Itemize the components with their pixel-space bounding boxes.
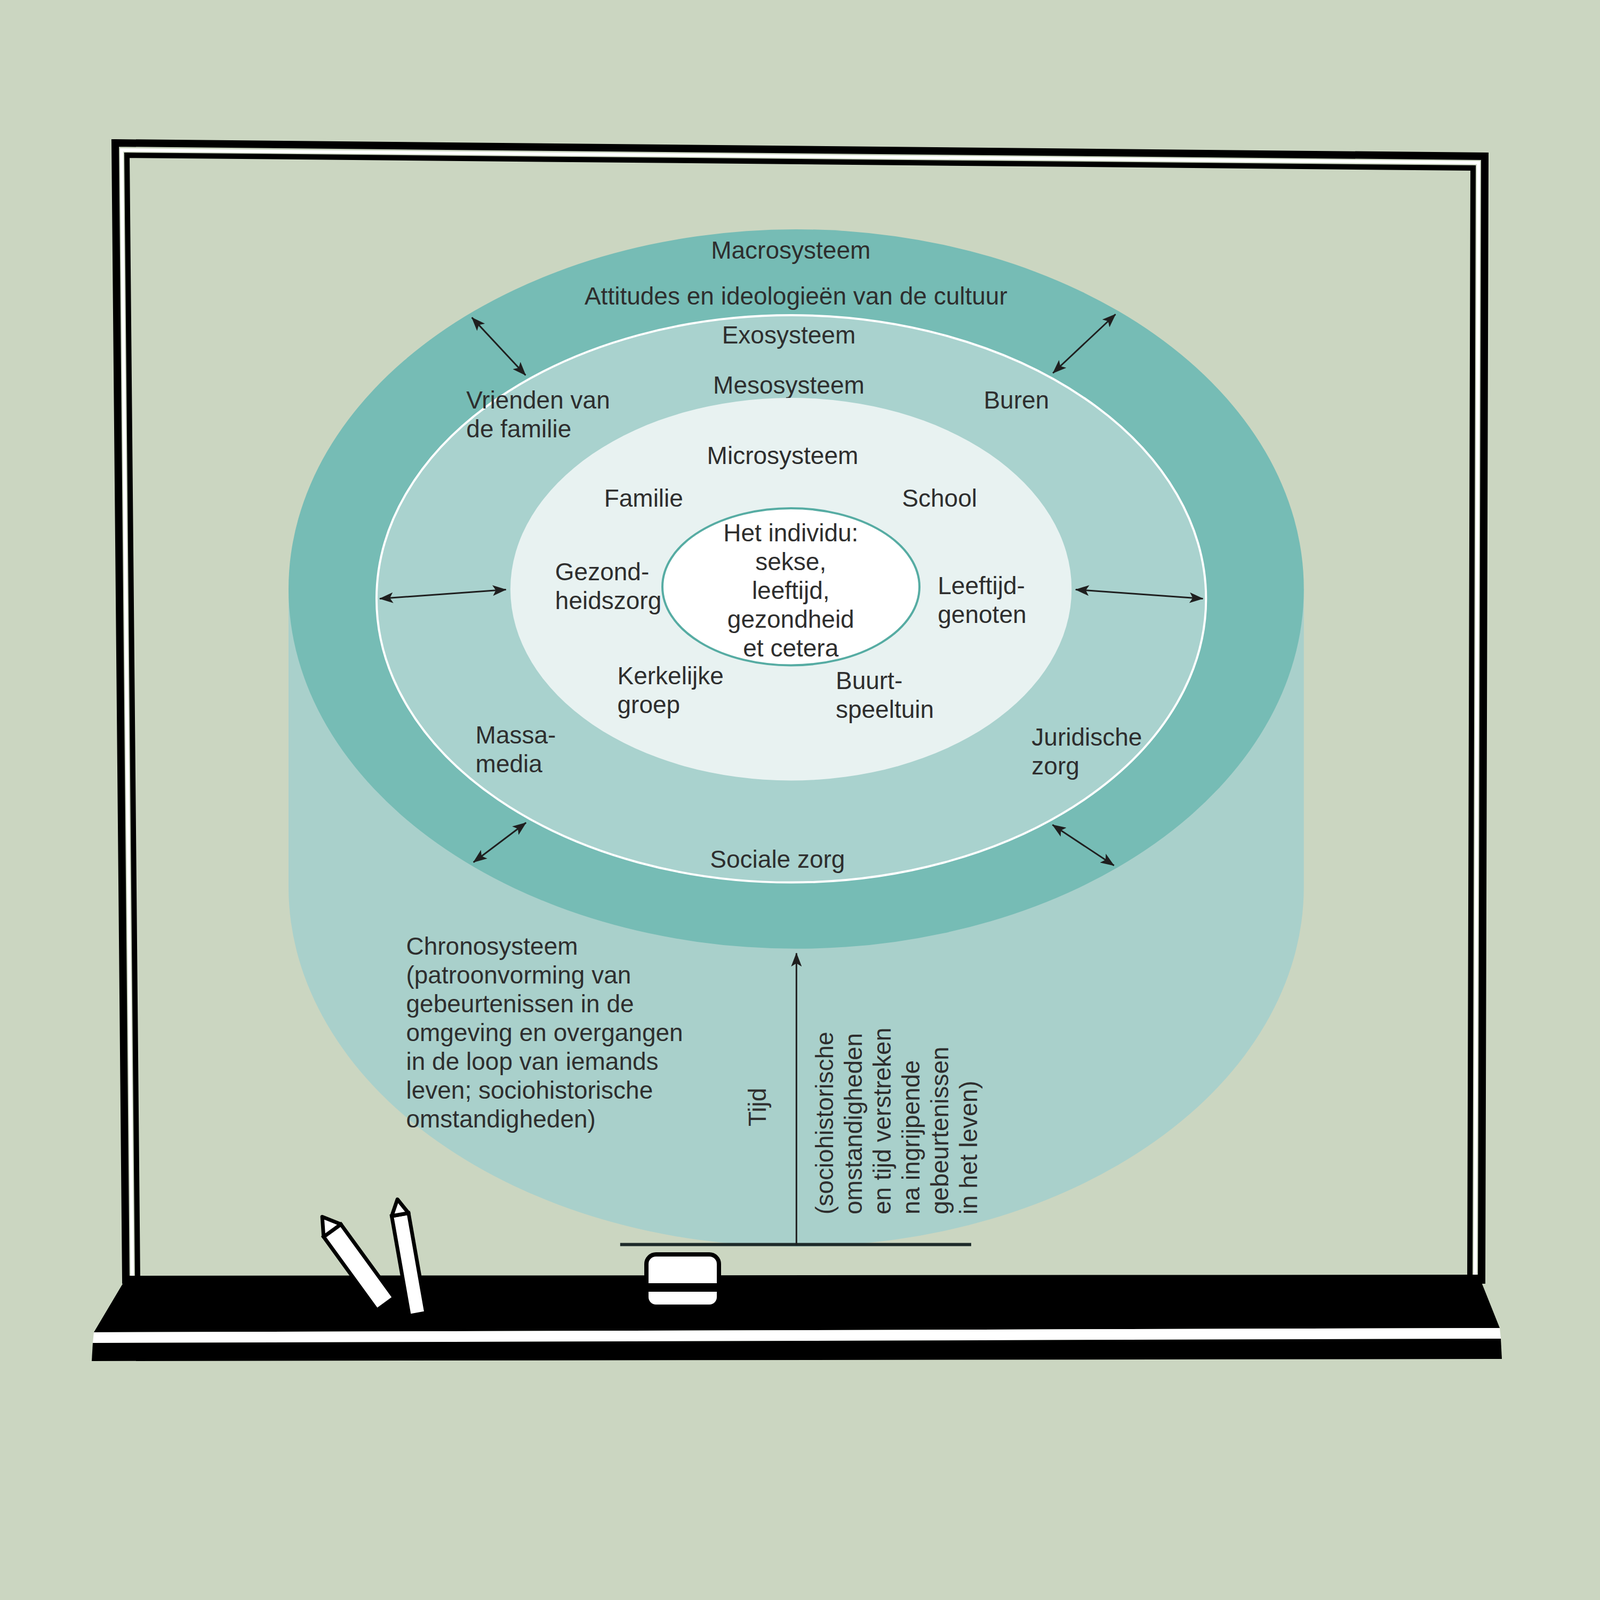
base-line (620, 1243, 972, 1247)
context-label: Leeftijd- genoten (937, 571, 1055, 629)
double-arrow (1052, 314, 1116, 373)
board-frame-outer (115, 142, 1485, 1280)
context-label: Vrienden van de familie (466, 385, 620, 444)
ellipse-shape (376, 315, 1206, 883)
chalk-body (323, 1224, 395, 1311)
macrosystem-band: MacrosysteemAttitudes en ideologieën van… (288, 229, 1304, 949)
context-label: School (901, 483, 1055, 513)
chalk-piece (388, 1197, 427, 1316)
chalk-tray-top (93, 1274, 1500, 1333)
context-label: Juridische zorg (1031, 722, 1165, 781)
ellipse-shape (662, 508, 920, 666)
time-axis-label: Tijd (742, 1065, 772, 1127)
system-title: Microsysteem (629, 441, 936, 470)
double-arrow (472, 317, 526, 375)
eraser-body (646, 1254, 719, 1307)
chalk-tip (388, 1197, 409, 1216)
board-frame-highlight (121, 149, 1479, 1280)
chalk-body (391, 1213, 427, 1317)
eraser-band (646, 1283, 719, 1292)
microsystem-ellipse: MicrosysteemFamilie SchoolGezond- heidszo… (510, 397, 1072, 781)
chalk-tray-bottom (91, 1338, 1502, 1362)
context-label: Buurt- speeltuin (835, 666, 948, 724)
ellipse-shape (288, 229, 1304, 949)
system-title: Mesosysteem (635, 370, 942, 400)
context-label: Buren (983, 385, 1107, 415)
board-frame-inner (126, 155, 1474, 1280)
chronosystem-description: Chronosysteem (patroonvorming van gebeur… (405, 931, 697, 1134)
system-title: Macrosysteem (637, 235, 944, 265)
context-label: Massa- media (475, 720, 578, 779)
context-label: Familie (604, 483, 758, 513)
chalk-tip (313, 1210, 341, 1237)
context-label: Kerkelijke groep (617, 661, 741, 719)
eraser (646, 1254, 719, 1307)
individual-ellipse: Het individu: sekse, leeftijd, gezondhei… (661, 507, 921, 667)
culture-label: Attitudes en ideologieën van de cultuur (530, 281, 1062, 311)
context-label: Gezond- heidszorg (555, 557, 668, 615)
individual-label: Het individu: sekse, leeftijd, gezondhei… (718, 518, 863, 663)
system-title: Exosysteem (635, 320, 942, 350)
context-label: Sociale zorg (624, 844, 931, 874)
chronosystem-cylinder: Chronosysteem (patroonvorming van gebeur… (288, 229, 1304, 1247)
time-axis-note: (sociohistorische omstandigheden en tijd… (810, 1024, 983, 1215)
double-arrow (379, 589, 507, 599)
time-arrow (795, 953, 798, 1245)
chalk-piece (313, 1210, 395, 1311)
exosystem-band: ExosysteemMesosysteemVrienden van de fam… (375, 314, 1207, 884)
double-arrow (1052, 825, 1114, 866)
double-arrow (1075, 589, 1204, 599)
ellipse-shape (510, 397, 1072, 781)
double-arrow (473, 822, 526, 862)
